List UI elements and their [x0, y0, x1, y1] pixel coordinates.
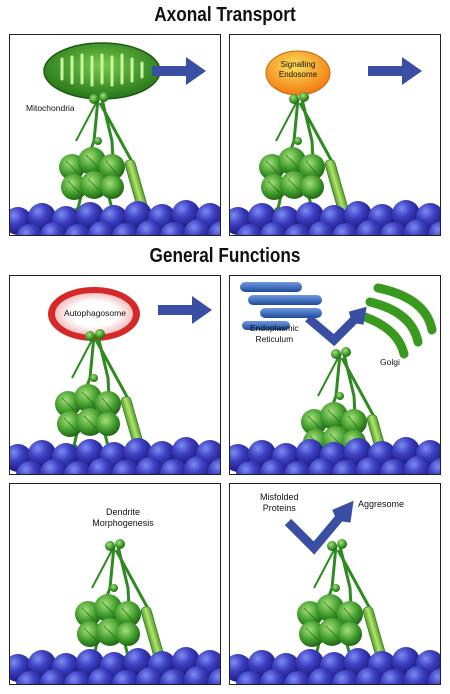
microtubule — [230, 199, 440, 235]
mitochondria-diagram — [10, 42, 220, 235]
panel-mitochondria: Mitochondria — [9, 34, 221, 236]
dendrite-label-line2: Morphogenesis — [92, 518, 154, 529]
motor-protein — [257, 90, 353, 223]
chevron-arrow-icon — [305, 306, 367, 347]
panel-aggresome: Misfolded Proteins Aggresome — [229, 483, 441, 685]
arrow-right-icon — [152, 57, 206, 85]
autophagosome-inner — [55, 293, 133, 335]
label-endoplasmic-reticulum: Endoplasmic Reticulum — [250, 323, 299, 344]
er-golgi-diagram — [230, 282, 440, 474]
panel-dendrite-morphogenesis: Dendrite Morphogenesis — [9, 483, 221, 685]
microtubule — [10, 646, 220, 684]
label-autophagosome: Autophagosome — [64, 308, 126, 318]
heading-axonal-transport: Axonal Transport — [154, 4, 296, 26]
chevron-arrow-icon — [284, 500, 354, 555]
dendrite-label-line1: Dendrite — [105, 507, 141, 517]
misfolded-label-line1: Misfolded — [260, 492, 299, 502]
motor-protein — [295, 537, 391, 670]
label-misfolded-proteins: Misfolded Proteins — [260, 492, 299, 515]
golgi-apparatus — [357, 283, 437, 359]
endosome-label-line1: Signalling — [280, 60, 316, 69]
label-mitochondria: Mitochondria — [26, 103, 75, 113]
misfolded-label-line2: Proteins — [262, 503, 296, 514]
label-dendrite-morphogenesis: Dendrite Morphogenesis — [68, 507, 178, 530]
microtubule — [230, 646, 440, 684]
heading-general-functions: General Functions — [149, 245, 301, 267]
arrow-right-icon — [368, 57, 422, 85]
motor-protein — [73, 537, 169, 670]
er-label-line2: Reticulum — [255, 333, 294, 344]
endoplasmic-reticulum — [240, 282, 322, 330]
er-label-line1: Endoplasmic — [250, 323, 299, 333]
motor-protein — [53, 327, 149, 460]
label-golgi: Golgi — [380, 357, 400, 367]
panel-signalling-endosome: Signalling Endosome — [229, 34, 441, 236]
signalling-endosome — [265, 50, 331, 96]
aggresome-diagram — [230, 500, 440, 684]
microtubule — [10, 436, 220, 474]
autophagosome-diagram — [10, 287, 220, 474]
label-signalling-endosome: Signalling Endosome — [270, 60, 326, 80]
endosome-label-line2: Endosome — [278, 70, 318, 79]
endosome-diagram — [230, 50, 440, 235]
panel-autophagosome: Autophagosome — [9, 275, 221, 475]
panel-er-golgi: Endoplasmic Reticulum Golgi — [229, 275, 441, 475]
microtubule — [10, 199, 220, 235]
label-aggresome: Aggresome — [358, 499, 405, 509]
arrow-right-icon — [158, 296, 212, 324]
